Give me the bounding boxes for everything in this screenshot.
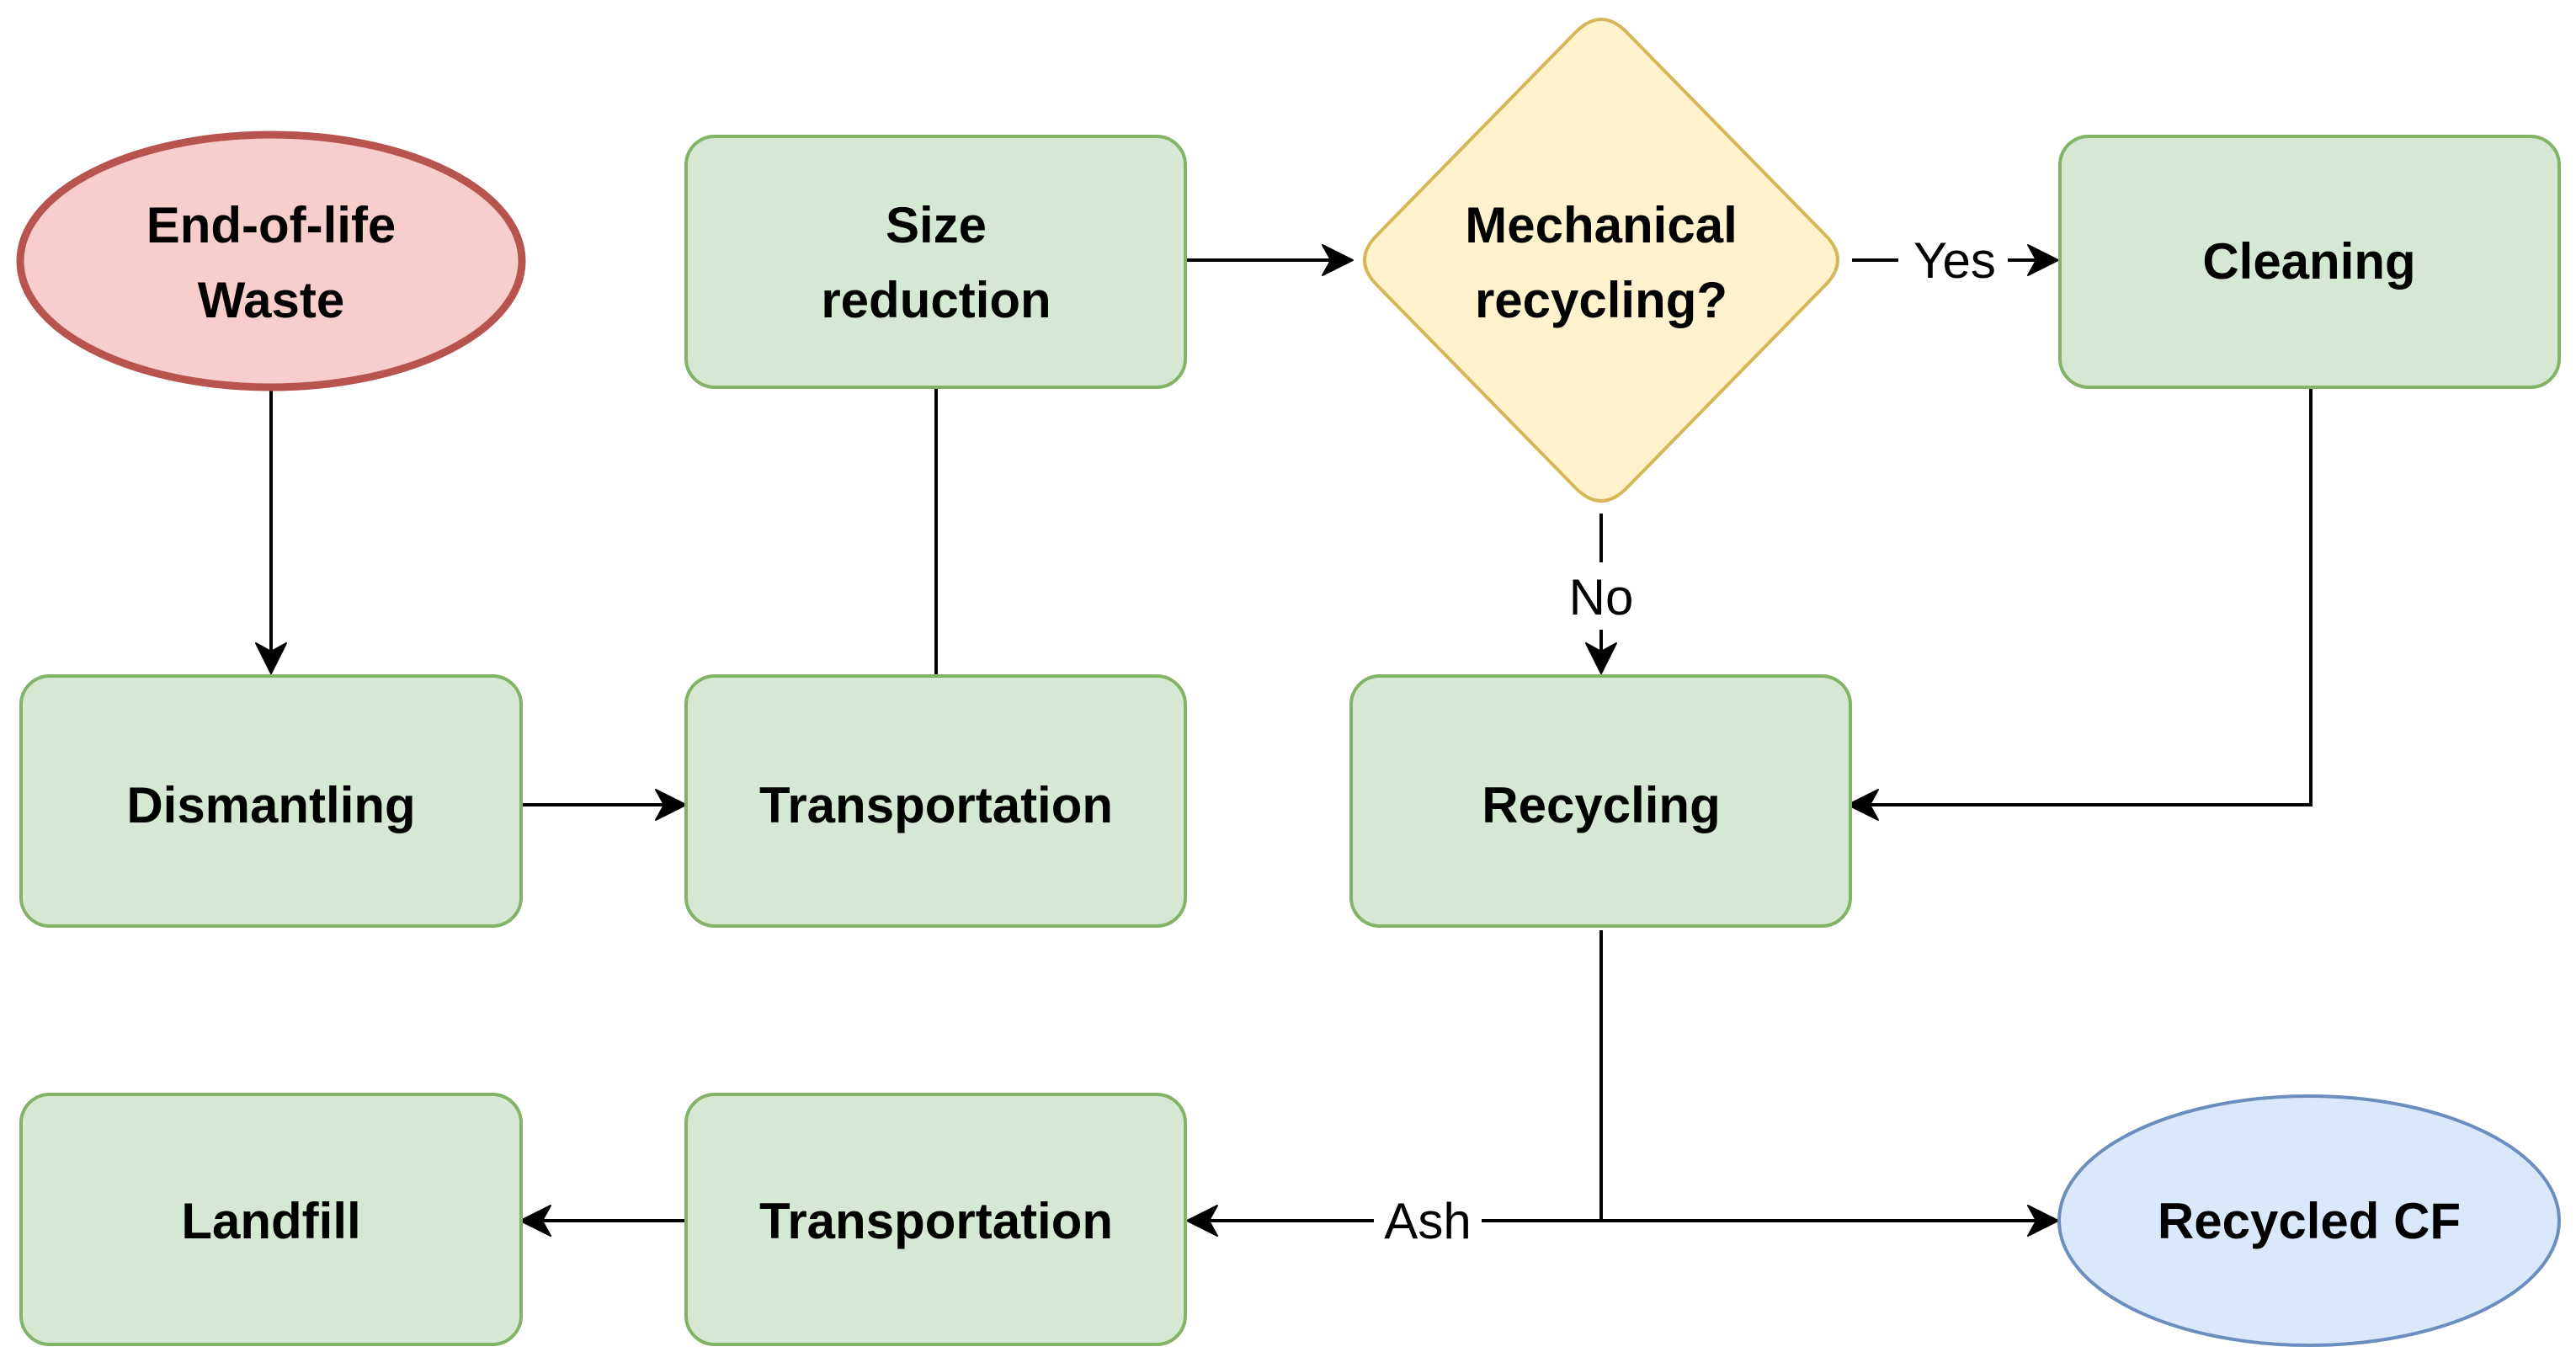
arrowhead-down-icon bbox=[255, 642, 287, 674]
edge-label-no: No bbox=[1569, 569, 1634, 625]
node-recycling[interactable]: Recycling bbox=[1349, 674, 1852, 928]
edge-cleaning-to-recycling bbox=[1869, 387, 2313, 806]
node-end-of-life-waste[interactable]: End-of-life Waste bbox=[16, 130, 526, 391]
process-box bbox=[19, 1093, 523, 1346]
process-box bbox=[684, 135, 1187, 389]
decision-diamond bbox=[1363, 18, 1839, 503]
node-label-line1: Size bbox=[886, 197, 987, 253]
arrowhead-right-icon bbox=[2027, 244, 2059, 276]
node-transportation-bottom[interactable]: Transportation bbox=[684, 1093, 1187, 1346]
node-label: Landfill bbox=[181, 1193, 360, 1249]
node-label-line2: recycling? bbox=[1475, 272, 1727, 328]
node-label: Dismantling bbox=[126, 777, 415, 833]
node-label-line2: reduction bbox=[821, 272, 1051, 328]
node-label: Recycling bbox=[1482, 777, 1720, 833]
arrowhead-left-icon bbox=[519, 1205, 551, 1237]
node-label-line1: End-of-life bbox=[146, 197, 397, 253]
arrowhead-right-icon bbox=[1322, 244, 1354, 276]
process-box bbox=[684, 674, 1187, 928]
process-box bbox=[684, 1093, 1187, 1346]
process-box bbox=[19, 674, 523, 928]
arrowhead-left-icon bbox=[1847, 789, 1879, 821]
node-label: Transportation bbox=[759, 1193, 1113, 1249]
node-label: Recycled CF bbox=[2158, 1193, 2461, 1249]
edge-label-ash: Ash bbox=[1384, 1193, 1471, 1249]
node-label-line1: Mechanical bbox=[1465, 197, 1737, 253]
node-mechanical-recycling-decision[interactable]: Mechanical recycling? bbox=[1363, 18, 1839, 503]
node-label: Cleaning bbox=[2202, 233, 2415, 290]
process-box bbox=[1349, 674, 1852, 928]
node-dismantling[interactable]: Dismantling bbox=[19, 674, 523, 928]
node-size-reduction[interactable]: Size reduction bbox=[684, 135, 1187, 389]
start-ellipse bbox=[16, 130, 526, 391]
edge-label-yes: Yes bbox=[1913, 232, 1996, 289]
edge-labels: Yes No Ash bbox=[1374, 229, 2008, 1253]
node-cleaning[interactable]: Cleaning bbox=[2058, 135, 2561, 389]
node-landfill[interactable]: Landfill bbox=[19, 1093, 523, 1346]
arrowhead-down-icon bbox=[1585, 642, 1617, 674]
node-label-line2: Waste bbox=[198, 272, 345, 328]
nodes: End-of-life Waste Size reduction Mechani… bbox=[16, 18, 2561, 1347]
node-recycled-cf[interactable]: Recycled CF bbox=[2057, 1094, 2561, 1347]
edges bbox=[255, 244, 2313, 1237]
node-label: Transportation bbox=[759, 777, 1113, 833]
node-transportation-top[interactable]: Transportation bbox=[684, 674, 1187, 928]
output-ellipse bbox=[2057, 1094, 2561, 1347]
process-box bbox=[2058, 135, 2561, 389]
arrowhead-right-icon bbox=[2027, 1205, 2059, 1237]
arrowhead-right-icon bbox=[655, 789, 687, 821]
arrowhead-left-icon bbox=[1186, 1205, 1218, 1237]
